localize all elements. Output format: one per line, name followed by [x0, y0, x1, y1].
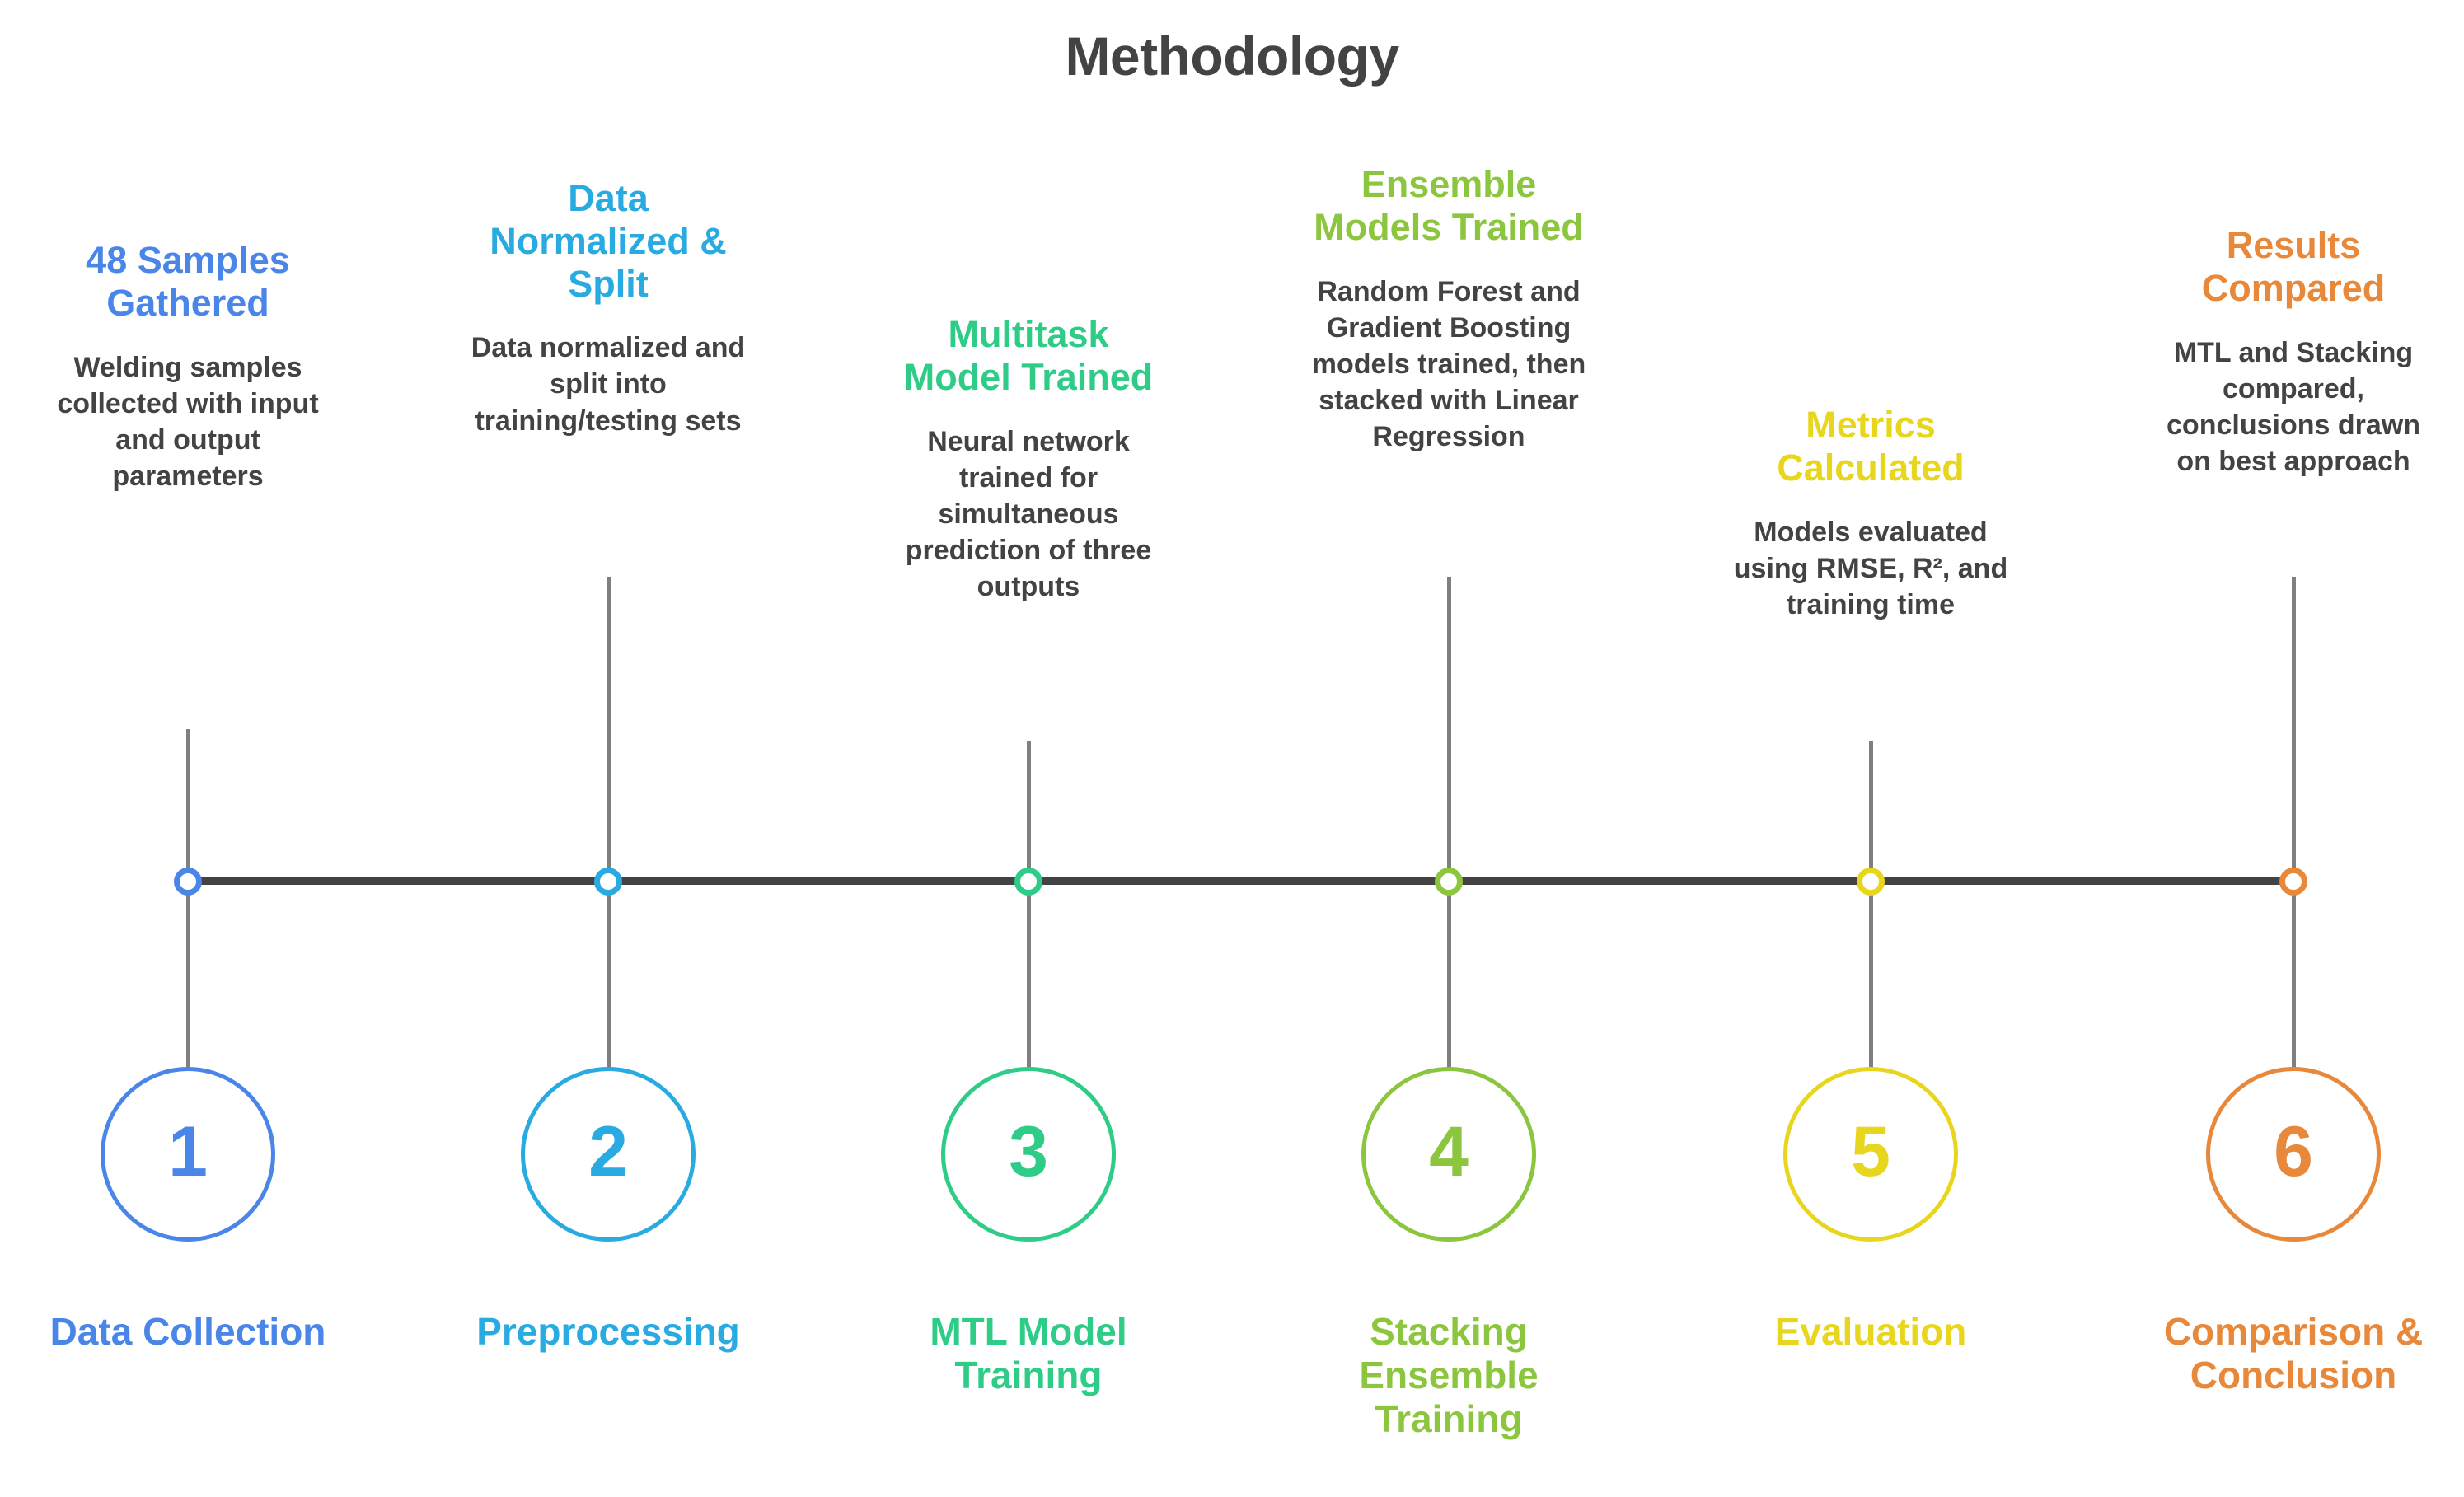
step-4-number-circle[interactable]: 4 — [1361, 1067, 1536, 1242]
timeline-axis — [188, 877, 2293, 885]
step-2-head-description: Data normalized and split into training/… — [471, 332, 746, 437]
step-4-number: 4 — [1429, 1112, 1469, 1191]
step-5-head-description: Models evaluated using RMSE, R², and tra… — [1733, 516, 2008, 620]
step-2-head-title: Data Normalized & Split — [490, 177, 727, 305]
step-1-number: 1 — [168, 1112, 208, 1191]
step-2-connector-line — [607, 577, 611, 1069]
step-2-axis-node[interactable] — [594, 868, 622, 896]
step-4-head-description: Random Forest and Gradient Boosting mode… — [1311, 275, 1586, 453]
step-6-connector-line — [2292, 577, 2296, 1069]
step-4-axis-node[interactable] — [1435, 868, 1463, 896]
step-1-head-title: 48 Samples Gathered — [86, 239, 290, 324]
step-2-label: Preprocessing — [476, 1310, 740, 1353]
step-1-number-circle[interactable]: 1 — [101, 1067, 275, 1242]
step-5-axis-node[interactable] — [1857, 868, 1885, 896]
step-4-head-title: Ensemble Models Trained — [1314, 163, 1584, 248]
step-6-number-circle[interactable]: 6 — [2206, 1067, 2381, 1242]
step-5-head-title: Metrics Calculated — [1777, 404, 1965, 489]
step-5-number-circle[interactable]: 5 — [1783, 1067, 1958, 1242]
step-5-number: 5 — [1851, 1112, 1890, 1191]
step-4-label: Stacking Ensemble Training — [1359, 1310, 1539, 1440]
step-3-connector-line — [1027, 741, 1031, 1069]
step-6-axis-node[interactable] — [2279, 868, 2307, 896]
step-3-axis-node[interactable] — [1014, 868, 1042, 896]
step-4-connector-line — [1447, 577, 1451, 1069]
step-3-number-circle[interactable]: 3 — [941, 1067, 1116, 1242]
step-1-label: Data Collection — [49, 1310, 326, 1353]
step-6-label: Comparison & Conclusion — [2163, 1310, 2424, 1396]
step-3-head-description: Neural network trained for simultaneous … — [905, 425, 1152, 603]
page-title: Methodology — [1065, 26, 1399, 87]
step-6-number: 6 — [2274, 1112, 2313, 1191]
step-3-label: MTL Model Training — [930, 1310, 1127, 1396]
step-2-number-circle[interactable]: 2 — [521, 1067, 696, 1242]
step-1-axis-node[interactable] — [174, 868, 202, 896]
step-6-head-description: MTL and Stacking compared, conclusions d… — [2167, 336, 2420, 478]
step-5-connector-line — [1869, 741, 1873, 1069]
step-3-number: 3 — [1009, 1112, 1048, 1191]
step-6-head-title: Results Compared — [2201, 224, 2386, 309]
step-5-label: Evaluation — [1774, 1310, 1967, 1353]
step-1-connector-line — [186, 729, 190, 1069]
step-1-head-description: Welding samples collected with input and… — [57, 351, 319, 493]
step-2-number: 2 — [588, 1112, 628, 1191]
step-3-head-title: Multitask Model Trained — [903, 313, 1154, 398]
